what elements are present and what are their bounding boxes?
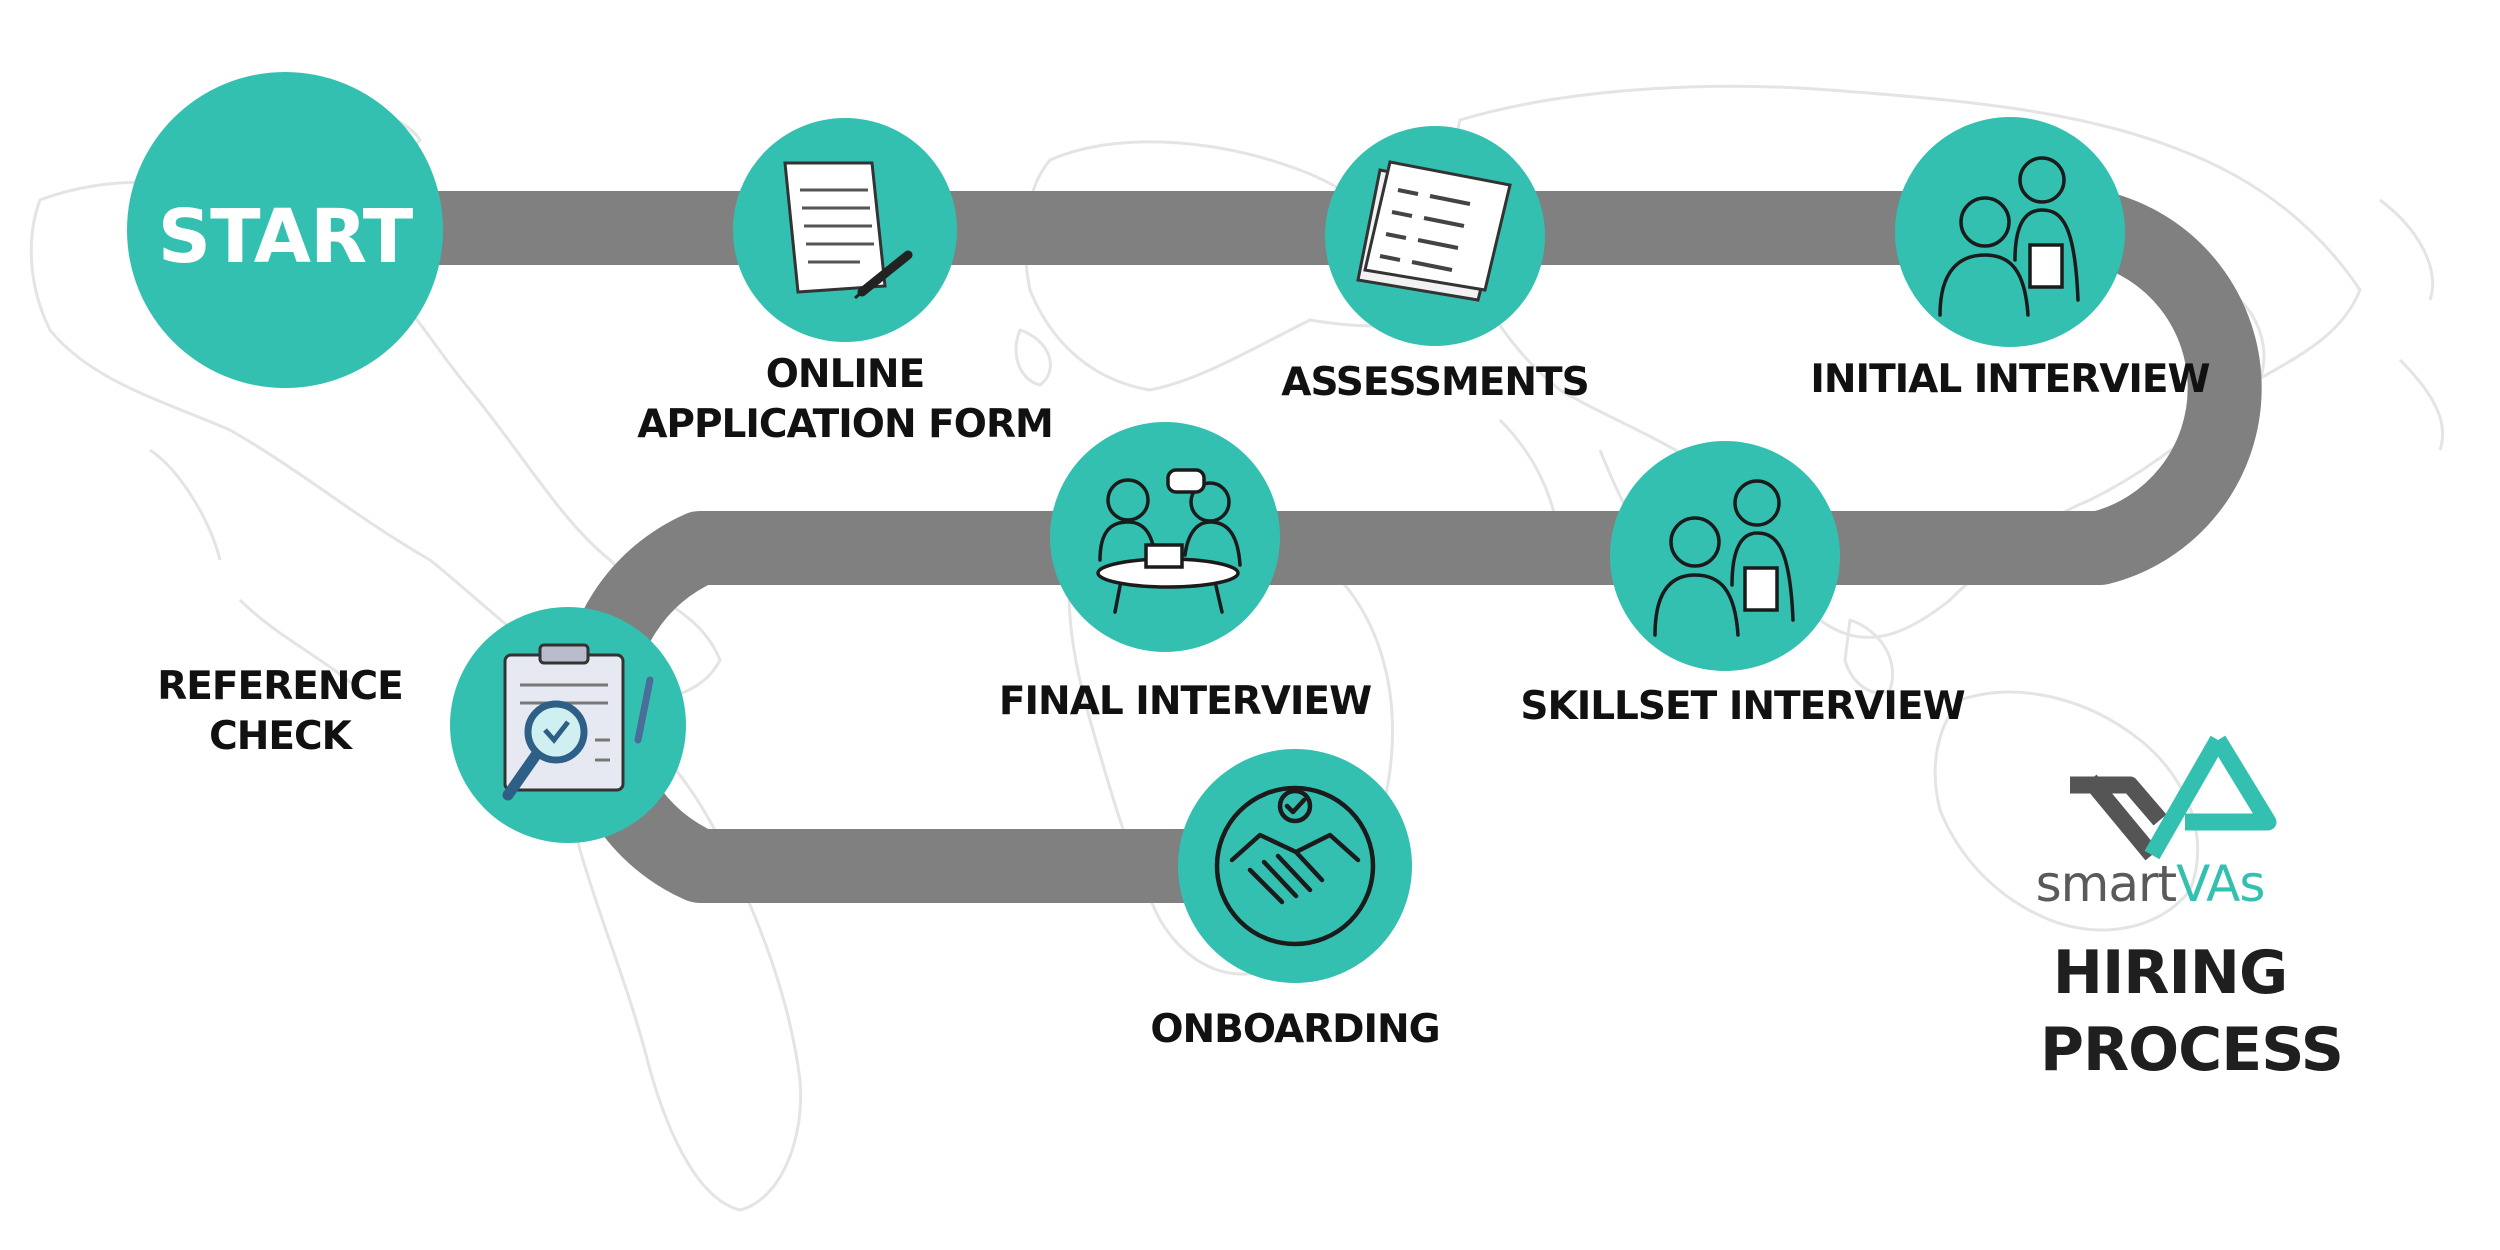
step-label-onboarding: ONBOARDING [1120,1005,1470,1055]
brand-name: smartVAs [2020,855,2280,913]
step-label-line: SKILLSET INTERVIEW [1520,684,1965,729]
step-label-line: FINAL INTERVIEW [998,679,1372,724]
step-label-skillset-interview: SKILLSET INTERVIEW [1505,682,1980,732]
step-reference-check [450,607,686,843]
brand-name-part1: smart [2035,855,2178,913]
papers-stack-icon [1356,160,1512,302]
step-assessments [1325,126,1545,346]
step-label-line: ASSESSMENTS [1281,360,1589,405]
start-label: START [157,194,413,280]
step-label-online-application: ONLINE APPLICATION FORM [615,350,1075,450]
interview-people-icon [1938,156,2080,317]
step-label-line: APPLICATION FORM [637,401,1054,447]
step-label-line: INITIAL INTERVIEW [1810,357,2210,402]
step-label-line: ONLINE [765,352,925,397]
step-initial-interview [1895,117,2125,347]
step-final-interview [1050,422,1280,652]
handshake-icon [1214,785,1376,947]
step-label-line: CHECK [209,713,352,759]
clipboard-magnifier-icon [502,643,654,801]
smartvas-logo-icon [2070,735,2277,861]
brand-name-part2: VAs [2176,855,2265,913]
step-skillset-interview [1610,441,1840,671]
start-circle [127,72,443,388]
meeting-table-icon [1096,468,1242,614]
page-title: HIRING PROCESS [2040,935,2344,1089]
step-label-line: ONBOARDING [1150,1007,1440,1052]
step-label-initial-interview: INITIAL INTERVIEW [1790,355,2230,405]
step-label-final-interview: FINAL INTERVIEW [975,677,1395,727]
title-line: PROCESS [2040,1014,2344,1085]
step-label-assessments: ASSESSMENTS [1235,358,1635,408]
document-pen-icon [783,161,913,300]
step-online-application [733,118,957,342]
step-onboarding [1178,749,1412,983]
step-label-line: REFERENCE [157,664,404,709]
interview-clipboard-icon [1653,479,1795,637]
step-label-reference-check: REFERENCE CHECK [130,662,430,762]
title-line: HIRING [2052,938,2289,1008]
